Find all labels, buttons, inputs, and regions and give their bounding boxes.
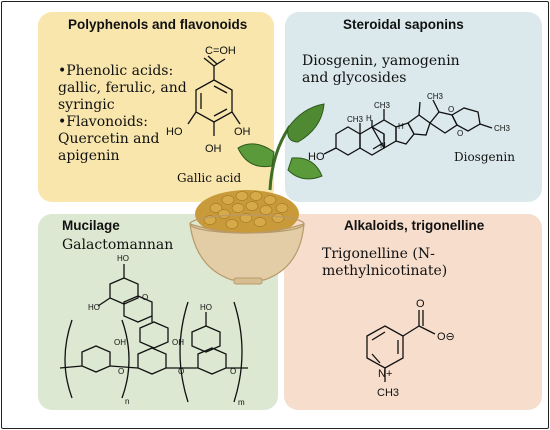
saponins-line2: and glycosides xyxy=(302,70,407,86)
saponins-panel xyxy=(285,12,542,202)
diosgenin-h-label-2: H xyxy=(380,141,386,150)
saponins-title: Steroidal saponins xyxy=(343,17,464,32)
diosgenin-o-label-2: O xyxy=(457,129,463,138)
gallic-oh-label-bottom: OH xyxy=(205,143,222,155)
gm-o-2: O xyxy=(118,367,124,376)
galactomannan-structure xyxy=(59,264,248,403)
diosgenin-structure xyxy=(323,99,493,156)
gm-o-1: O xyxy=(142,293,148,302)
diosgenin-ch3-label-2: CH3 xyxy=(374,101,391,110)
bullet-flavonoids-line3: apigenin xyxy=(58,148,120,164)
bullet-phenolic-acids-line2: gallic, ferulic, and xyxy=(58,80,187,96)
diosgenin-h-label-3: H xyxy=(398,122,404,131)
alkaloids-panel xyxy=(284,214,542,410)
mucilage-title: Mucilage xyxy=(62,218,120,233)
gm-o-4: O xyxy=(230,367,236,376)
bullet-flavonoids: •Flavonoids: xyxy=(58,114,148,130)
gm-o-3: O xyxy=(178,367,184,376)
diosgenin-o-label-1: O xyxy=(448,105,454,114)
gallic-cooh-label: C=OH xyxy=(205,45,236,57)
polyphenols-bullets: •Phenolic acids: gallic, ferulic, and sy… xyxy=(58,63,208,165)
gm-oh-4: OH xyxy=(114,338,126,347)
saponins-description: Diosgenin, yamogenin and glycosides xyxy=(302,53,522,87)
gm-subscript-n: n xyxy=(125,397,129,406)
leaf-icon xyxy=(237,103,325,191)
gm-oh-5: OH xyxy=(172,338,184,347)
diosgenin-h-label-1: H xyxy=(366,114,372,123)
polyphenols-title: Polyphenols and flavonoids xyxy=(68,17,248,32)
alkaloids-title: Alkaloids, trigonelline xyxy=(344,218,485,233)
bullet-phenolic-acids: •Phenolic acids: xyxy=(58,63,174,79)
diosgenin-ch3-label-1: CH3 xyxy=(347,115,364,124)
trig-o-minus-label: O⊖ xyxy=(437,331,455,343)
gm-oh-1: HO xyxy=(117,254,129,263)
trig-o-label: O xyxy=(416,298,425,310)
gallic-oh-label-right: OH xyxy=(234,126,251,138)
trigonelline-structure xyxy=(366,310,436,382)
trig-n-plus-label: N+ xyxy=(378,368,392,380)
polyphenols-panel xyxy=(38,12,274,202)
gm-oh-2: HO xyxy=(88,303,100,312)
trigonelline-line2: methylnicotinate) xyxy=(322,263,448,279)
galactomannan-label: Galactomannan xyxy=(62,237,174,253)
diosgenin-ch3-label-4: CH3 xyxy=(494,124,511,133)
trigonelline-description: Trigonelline (N- methylnicotinate) xyxy=(322,246,522,280)
gm-oh-3: HO xyxy=(200,303,212,312)
diosgenin-caption: Diosgenin xyxy=(454,150,515,164)
bullet-phenolic-acids-line3: syringic xyxy=(58,97,115,113)
diosgenin-ch3-label-3: CH3 xyxy=(427,92,444,101)
gm-subscript-m: m xyxy=(238,398,245,407)
trigonelline-line1: Trigonelline (N- xyxy=(322,246,435,262)
gallic-ho-label: HO xyxy=(166,126,183,138)
trig-ch3-label: CH3 xyxy=(377,387,399,399)
saponins-line1: Diosgenin, yamogenin xyxy=(302,53,460,69)
diosgenin-ho-label: HO xyxy=(308,151,325,163)
bullet-flavonoids-line2: Quercetin and xyxy=(58,131,160,147)
gallic-acid-structure xyxy=(187,55,241,136)
gallic-acid-caption: Gallic acid xyxy=(177,171,242,185)
